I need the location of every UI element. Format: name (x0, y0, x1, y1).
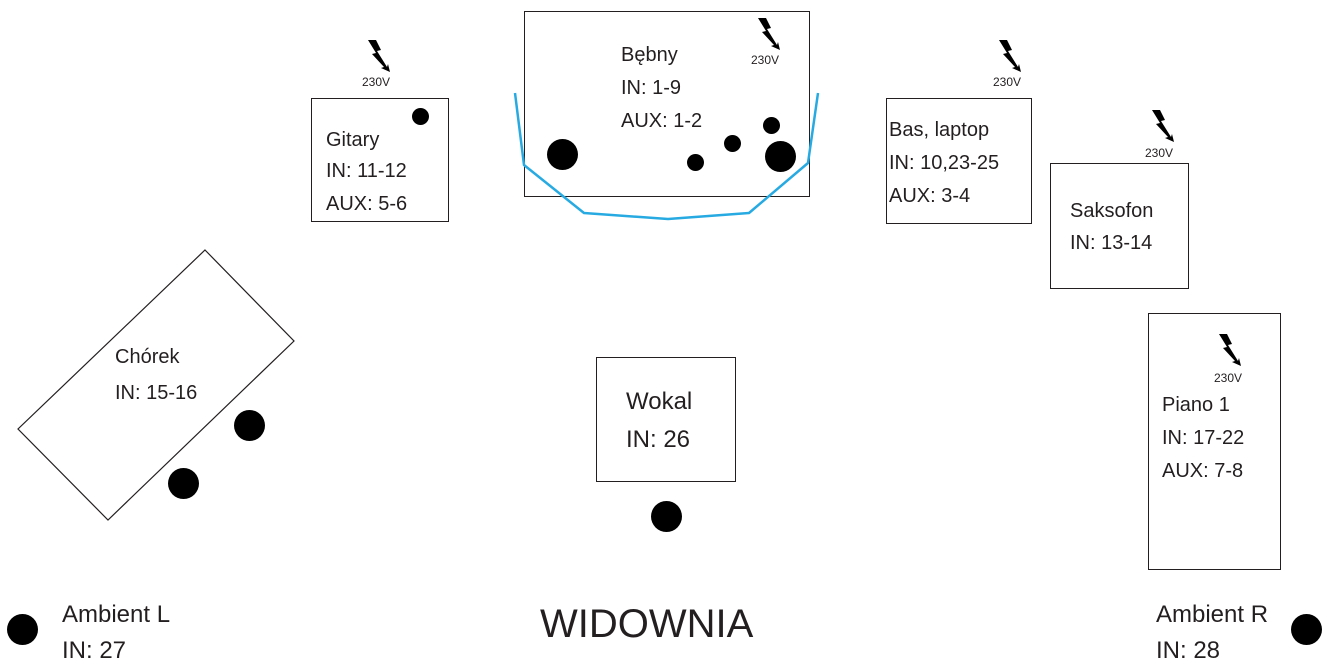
speaker-dot (724, 135, 741, 152)
bebny-station (524, 11, 810, 197)
wokal-inputs: IN: 26 (626, 426, 691, 453)
wokal-title: Wokal (626, 388, 693, 415)
speaker-dot (547, 139, 578, 170)
audience-label: WIDOWNIA (540, 602, 754, 646)
bas-laptop-inputs: IN: 10,23-25 (889, 152, 1000, 174)
piano-station (1148, 313, 1281, 570)
ambient-r-inputs: IN: 28 (1156, 637, 1221, 664)
speaker-dot (687, 154, 704, 171)
speaker-dot (651, 501, 682, 532)
chorek-station (17, 249, 295, 521)
gitary-aux: AUX: 5-6 (326, 193, 408, 215)
bas-laptop-station (886, 98, 1032, 224)
lightning-bolt-icon (999, 40, 1021, 72)
power-label-piano: 230V (1214, 371, 1243, 385)
drum-riser-outline (513, 92, 820, 221)
speaker-dot (234, 410, 265, 441)
lightning-bolt-icon (758, 18, 780, 50)
wokal-station (596, 357, 736, 482)
piano-title: Piano 1 (1162, 394, 1230, 416)
bebny-title: Bębny (621, 44, 678, 66)
piano-aux: AUX: 7-8 (1162, 460, 1244, 482)
lightning-bolt-icon (368, 40, 390, 72)
ambient-l-inputs: IN: 27 (62, 637, 127, 664)
lightning-bolt-icon (1219, 334, 1241, 366)
speaker-dot (763, 117, 780, 134)
saksofon-title: Saksofon (1070, 200, 1154, 222)
gitary-title: Gitary (326, 129, 380, 151)
gitary-station (311, 98, 449, 222)
saksofon-station (1050, 163, 1189, 289)
speaker-dot (1291, 614, 1322, 645)
power-label-gitary: 230V (362, 75, 391, 89)
gitary-inputs: IN: 11-12 (326, 160, 407, 182)
ambient-l-title: Ambient L (62, 601, 171, 628)
ambient-r-title: Ambient R (1156, 601, 1269, 628)
speaker-dot (168, 468, 199, 499)
speaker-dot (412, 108, 429, 125)
piano-inputs: IN: 17-22 (1162, 427, 1245, 449)
bebny-inputs: IN: 1-9 (621, 77, 682, 99)
bas-laptop-title: Bas, laptop (889, 119, 990, 141)
chorek-title: Chórek (115, 346, 180, 368)
power-label-bas: 230V (993, 75, 1022, 89)
lightning-bolt-icon (1152, 110, 1174, 142)
power-label-bebny: 230V (751, 53, 780, 67)
chorek-inputs: IN: 15-16 (115, 382, 198, 404)
speaker-dot (765, 141, 796, 172)
bas-laptop-aux: AUX: 3-4 (889, 185, 971, 207)
speaker-dot (7, 614, 38, 645)
saksofon-inputs: IN: 13-14 (1070, 232, 1153, 254)
power-label-saksofon: 230V (1145, 146, 1174, 160)
bebny-aux: AUX: 1-2 (621, 110, 703, 132)
